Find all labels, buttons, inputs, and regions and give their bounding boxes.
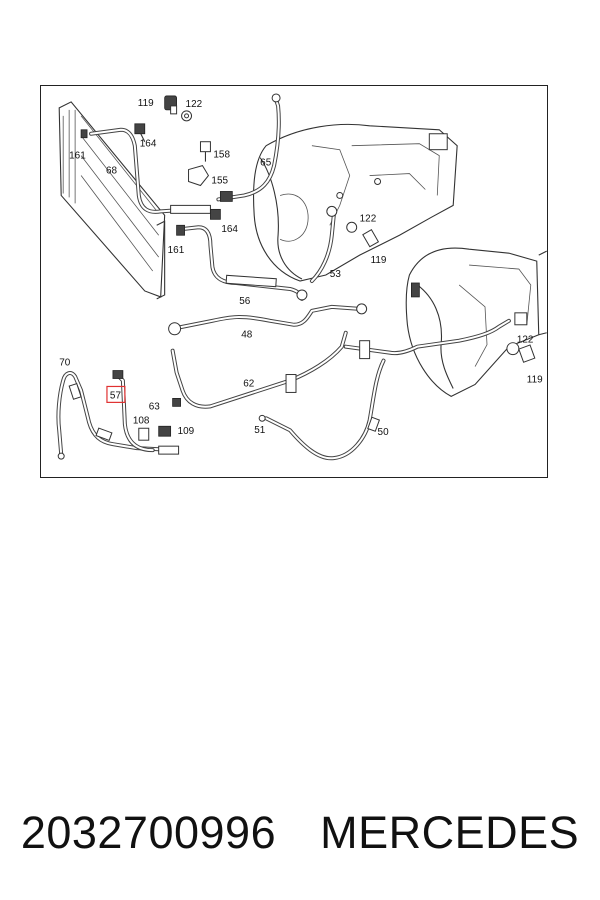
callout-109: 109 xyxy=(178,426,195,437)
callout-labels: 119 122 161 164 158 68 65 155 164 161 12… xyxy=(59,98,543,438)
callout-56: 56 xyxy=(239,296,251,307)
callout-164-mid: 164 xyxy=(221,224,238,235)
brand-name: MERCEDES xyxy=(320,807,580,858)
callout-119-mid: 119 xyxy=(371,255,387,266)
diagram-drawing: 119 122 161 164 158 68 65 155 164 161 12… xyxy=(56,93,547,461)
callout-164-top: 164 xyxy=(140,139,157,150)
parts-diagram: 119 122 161 164 158 68 65 155 164 161 12… xyxy=(40,85,548,478)
callout-122-top: 122 xyxy=(186,99,203,110)
callout-119-right: 119 xyxy=(527,374,543,385)
callout-53: 53 xyxy=(330,269,342,280)
radiator xyxy=(58,101,166,300)
long-tubes xyxy=(170,318,511,461)
callout-161-left: 161 xyxy=(69,151,86,162)
upper-fittings xyxy=(80,95,536,363)
callout-119-top: 119 xyxy=(138,98,154,109)
callout-50: 50 xyxy=(378,427,390,438)
callout-57-highlighted: 57 xyxy=(110,390,122,401)
callout-122-mid: 122 xyxy=(360,213,377,224)
callout-158: 158 xyxy=(213,150,230,161)
callout-63: 63 xyxy=(149,401,161,412)
callout-161-mid: 161 xyxy=(168,245,185,256)
transmission-lower xyxy=(405,247,547,398)
callout-155: 155 xyxy=(211,176,228,187)
part-caption: 2032700996 MERCEDES xyxy=(0,798,600,868)
middle-tube-48 xyxy=(168,303,368,336)
transmission-upper xyxy=(252,123,458,282)
callout-48: 48 xyxy=(241,330,253,341)
callout-122-right: 122 xyxy=(517,335,534,346)
callout-68: 68 xyxy=(106,166,118,177)
callout-70: 70 xyxy=(59,358,71,369)
callout-108: 108 xyxy=(133,415,150,426)
lower-left-tubes xyxy=(56,370,181,460)
callout-65: 65 xyxy=(260,158,272,169)
highlight-box-57 xyxy=(106,385,126,403)
callout-51: 51 xyxy=(254,425,266,436)
callout-62: 62 xyxy=(243,378,255,389)
part-number: 2032700996 xyxy=(20,807,277,858)
upper-tubes xyxy=(89,93,338,301)
